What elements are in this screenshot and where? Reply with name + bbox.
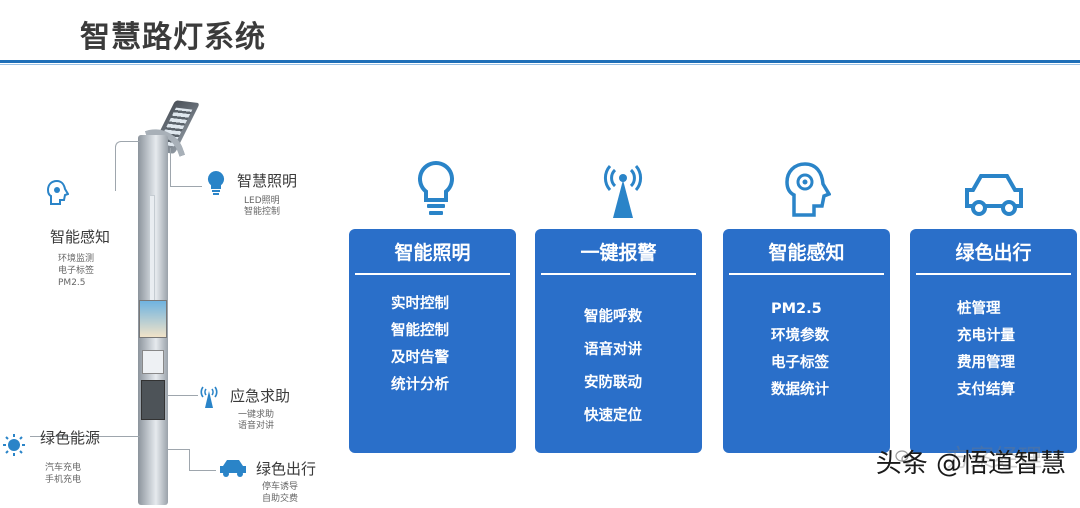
title-underline: [0, 60, 1080, 63]
card-item: 智能控制: [391, 323, 449, 339]
leader-line-energy: [30, 436, 140, 437]
car-icon: [218, 458, 248, 482]
card-item: 智能呼救: [584, 309, 642, 325]
card-title: 智能照明: [394, 242, 471, 264]
card-item: 安防联动: [584, 375, 642, 391]
card-item: 电子标签: [771, 355, 829, 371]
leader-line-travel-h: [190, 470, 216, 471]
head-gear-icon: [46, 179, 70, 210]
leader-line-emergency: [168, 395, 198, 396]
car-icon: [963, 172, 1025, 222]
card-alarm: 一键报警 智能呼救 语音对讲 安防联动 快速定位: [535, 229, 702, 453]
label-emergency-sub-1: 一键求助: [238, 410, 275, 420]
card-divider: [541, 273, 696, 275]
card-item-list: 智能呼救 语音对讲 安防联动 快速定位: [535, 301, 702, 433]
card-sensing: 智能感知 PM2.5 环境参数 电子标签 数据统计: [723, 229, 890, 453]
card-item: PM2.5: [771, 301, 822, 317]
label-lighting-sub-2: 智能控制: [244, 207, 281, 217]
title-underline-thin: [0, 64, 1080, 65]
leader-line-sensing: [115, 141, 140, 191]
card-divider: [729, 273, 884, 275]
card-lighting: 智能照明 实时控制 智能控制 及时告警 统计分析: [349, 229, 516, 453]
card-item: 快速定位: [584, 408, 642, 424]
card-item-list: 实时控制 智能控制 及时告警 统计分析: [349, 291, 516, 399]
card-item: 支付结算: [957, 382, 1015, 398]
label-sensing-sub-1: 环境监测: [58, 254, 95, 264]
sun-icon: [2, 433, 26, 461]
label-lighting-title: 智慧照明: [237, 172, 298, 190]
antenna-icon: [198, 383, 220, 413]
label-energy-title: 绿色能源: [40, 429, 101, 447]
pole-panel: [142, 350, 164, 374]
pole-charger: [141, 380, 165, 420]
card-title: 绿色出行: [955, 242, 1032, 264]
watermark-back: 方案经理: [946, 444, 1042, 472]
antenna-icon: [600, 160, 646, 224]
card-item: 桩管理: [957, 301, 1001, 317]
card-item-list: PM2.5 环境参数 电子标签 数据统计: [723, 296, 890, 404]
card-travel: 绿色出行 桩管理 充电计量 费用管理 支付结算: [910, 229, 1077, 453]
card-item: 费用管理: [957, 355, 1015, 371]
card-title: 一键报警: [580, 242, 657, 264]
label-sensing-sub-3: PM2.5: [58, 278, 86, 288]
label-travel-sub-1: 停车诱导: [262, 482, 299, 492]
wechat-logo-icon: [895, 449, 913, 464]
card-item: 语音对讲: [584, 342, 642, 358]
label-sensing-sub-2: 电子标签: [58, 266, 95, 276]
label-travel-title: 绿色出行: [256, 460, 317, 478]
card-item: 充电计量: [957, 328, 1015, 344]
card-item: 数据统计: [771, 382, 829, 398]
card-title: 智能感知: [768, 242, 845, 264]
label-emergency-sub-2: 语音对讲: [238, 421, 275, 431]
label-sensing-title: 智能感知: [50, 228, 111, 246]
leader-line-lighting: [170, 148, 171, 186]
label-lighting-sub-1: LED照明: [244, 196, 280, 206]
card-item-list: 桩管理 充电计量 费用管理 支付结算: [910, 296, 1077, 404]
bulb-icon: [416, 160, 456, 224]
watermark-front: 头条 @悟道智慧: [875, 449, 1066, 479]
label-energy-sub-1: 汽车充电: [45, 463, 82, 473]
card-item: 统计分析: [391, 377, 449, 393]
card-item: 实时控制: [391, 296, 449, 312]
card-item: 环境参数: [771, 328, 829, 344]
card-item: 及时告警: [391, 350, 449, 366]
pole-strip: [149, 195, 155, 315]
label-emergency-title: 应急求助: [230, 387, 291, 405]
head-gear-icon: [783, 160, 832, 224]
bulb-icon: [206, 170, 226, 200]
pole-poster: [139, 300, 167, 338]
label-energy-sub-2: 手机充电: [45, 475, 82, 485]
page-title: 智慧路灯系统: [80, 20, 266, 55]
card-divider: [355, 273, 510, 275]
leader-line-travel: [168, 449, 190, 471]
smart-pole-illustration: [0, 95, 340, 508]
card-divider: [916, 273, 1071, 275]
leader-line-lighting-h: [170, 186, 202, 187]
label-travel-sub-2: 自助交费: [262, 494, 299, 504]
